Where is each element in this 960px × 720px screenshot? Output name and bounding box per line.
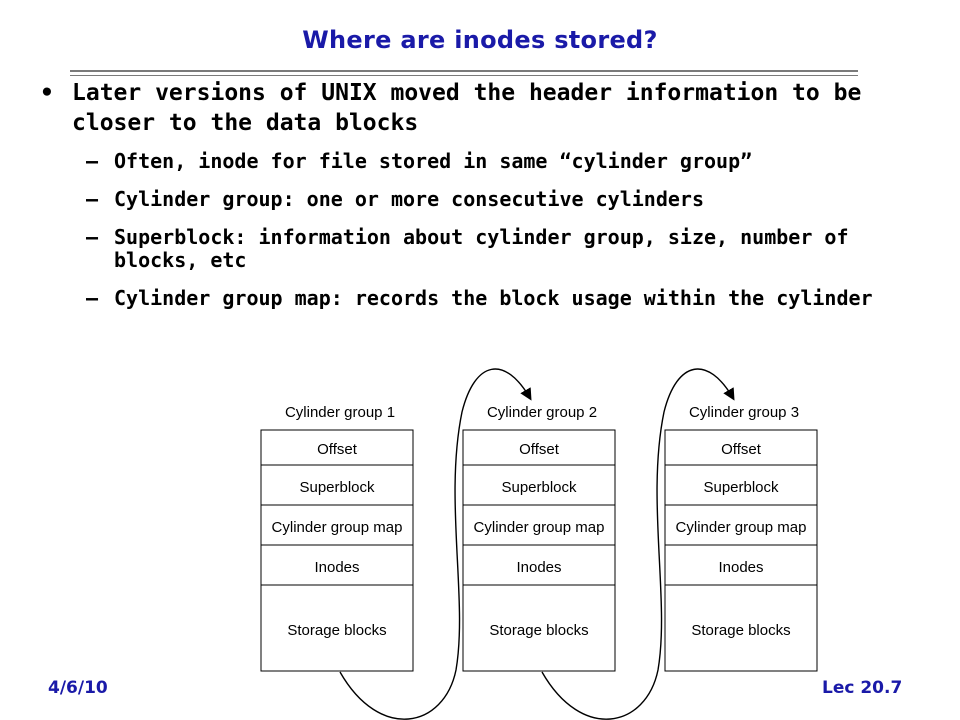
- offset-cell: Offset: [519, 441, 560, 458]
- sub-bullet: – Cylinder group: one or more consecutiv…: [40, 188, 920, 211]
- cylinder-group-3: [664, 429, 818, 672]
- offset-cell: Offset: [317, 441, 358, 458]
- sub-bullet-text: Cylinder group: one or more consecutive …: [114, 187, 705, 211]
- sub-bullet-mark: –: [86, 187, 99, 211]
- cylinder-group-1: [260, 429, 414, 672]
- storage-blocks-cell: Storage blocks: [691, 622, 790, 639]
- cylinder-group-map-cell: Cylinder group map: [474, 519, 605, 536]
- cylinder-group-map-cell: Cylinder group map: [272, 519, 403, 536]
- footer-date: 4/6/10: [48, 678, 108, 698]
- superblock-cell: Superblock: [299, 479, 375, 496]
- inodes-cell: Inodes: [718, 559, 763, 576]
- title-underline-thin: [70, 75, 858, 76]
- cylinder-group-label: Cylinder group 1: [285, 404, 395, 421]
- sub-bullet: – Superblock: information about cylinder…: [40, 226, 920, 272]
- main-bullet: • Later versions of UNIX moved the heade…: [40, 78, 920, 138]
- inodes-cell: Inodes: [314, 559, 359, 576]
- sub-bullet-mark: –: [86, 225, 99, 249]
- bullet-mark: •: [40, 80, 54, 106]
- sub-bullet: – Cylinder group map: records the block …: [40, 287, 920, 310]
- sub-bullet-mark: –: [86, 149, 99, 173]
- title-underline: [70, 70, 858, 72]
- offset-cell: Offset: [721, 441, 762, 458]
- bullet-list: • Later versions of UNIX moved the heade…: [40, 78, 920, 325]
- sub-bullet-text: Often, inode for file stored in same “cy…: [114, 149, 753, 173]
- sub-bullet: – Often, inode for file stored in same “…: [40, 150, 920, 173]
- cylinder-group-map-cell: Cylinder group map: [676, 519, 807, 536]
- link-arrow-1-to-2: [339, 368, 532, 720]
- sub-bullet-mark: –: [86, 286, 99, 310]
- cylinder-group-diagram: Cylinder group 1 Offset Superblock Cylin…: [260, 368, 818, 720]
- link-arrow-2-to-3: [541, 368, 735, 720]
- storage-blocks-cell: Storage blocks: [287, 622, 386, 639]
- inodes-cell: Inodes: [516, 559, 561, 576]
- sub-bullet-text: Cylinder group map: records the block us…: [114, 286, 873, 310]
- superblock-cell: Superblock: [501, 479, 577, 496]
- slide-title: Where are inodes stored?: [302, 26, 658, 54]
- cylinder-group-label: Cylinder group 2: [487, 404, 597, 421]
- cylinder-group-label: Cylinder group 3: [689, 404, 799, 421]
- footer-lecture-number: Lec 20.7: [822, 678, 903, 698]
- superblock-cell: Superblock: [703, 479, 779, 496]
- sub-bullet-text: Superblock: information about cylinder g…: [114, 225, 849, 272]
- cylinder-group-2: [462, 429, 616, 672]
- storage-blocks-cell: Storage blocks: [489, 622, 588, 639]
- main-bullet-text: Later versions of UNIX moved the header …: [72, 80, 862, 136]
